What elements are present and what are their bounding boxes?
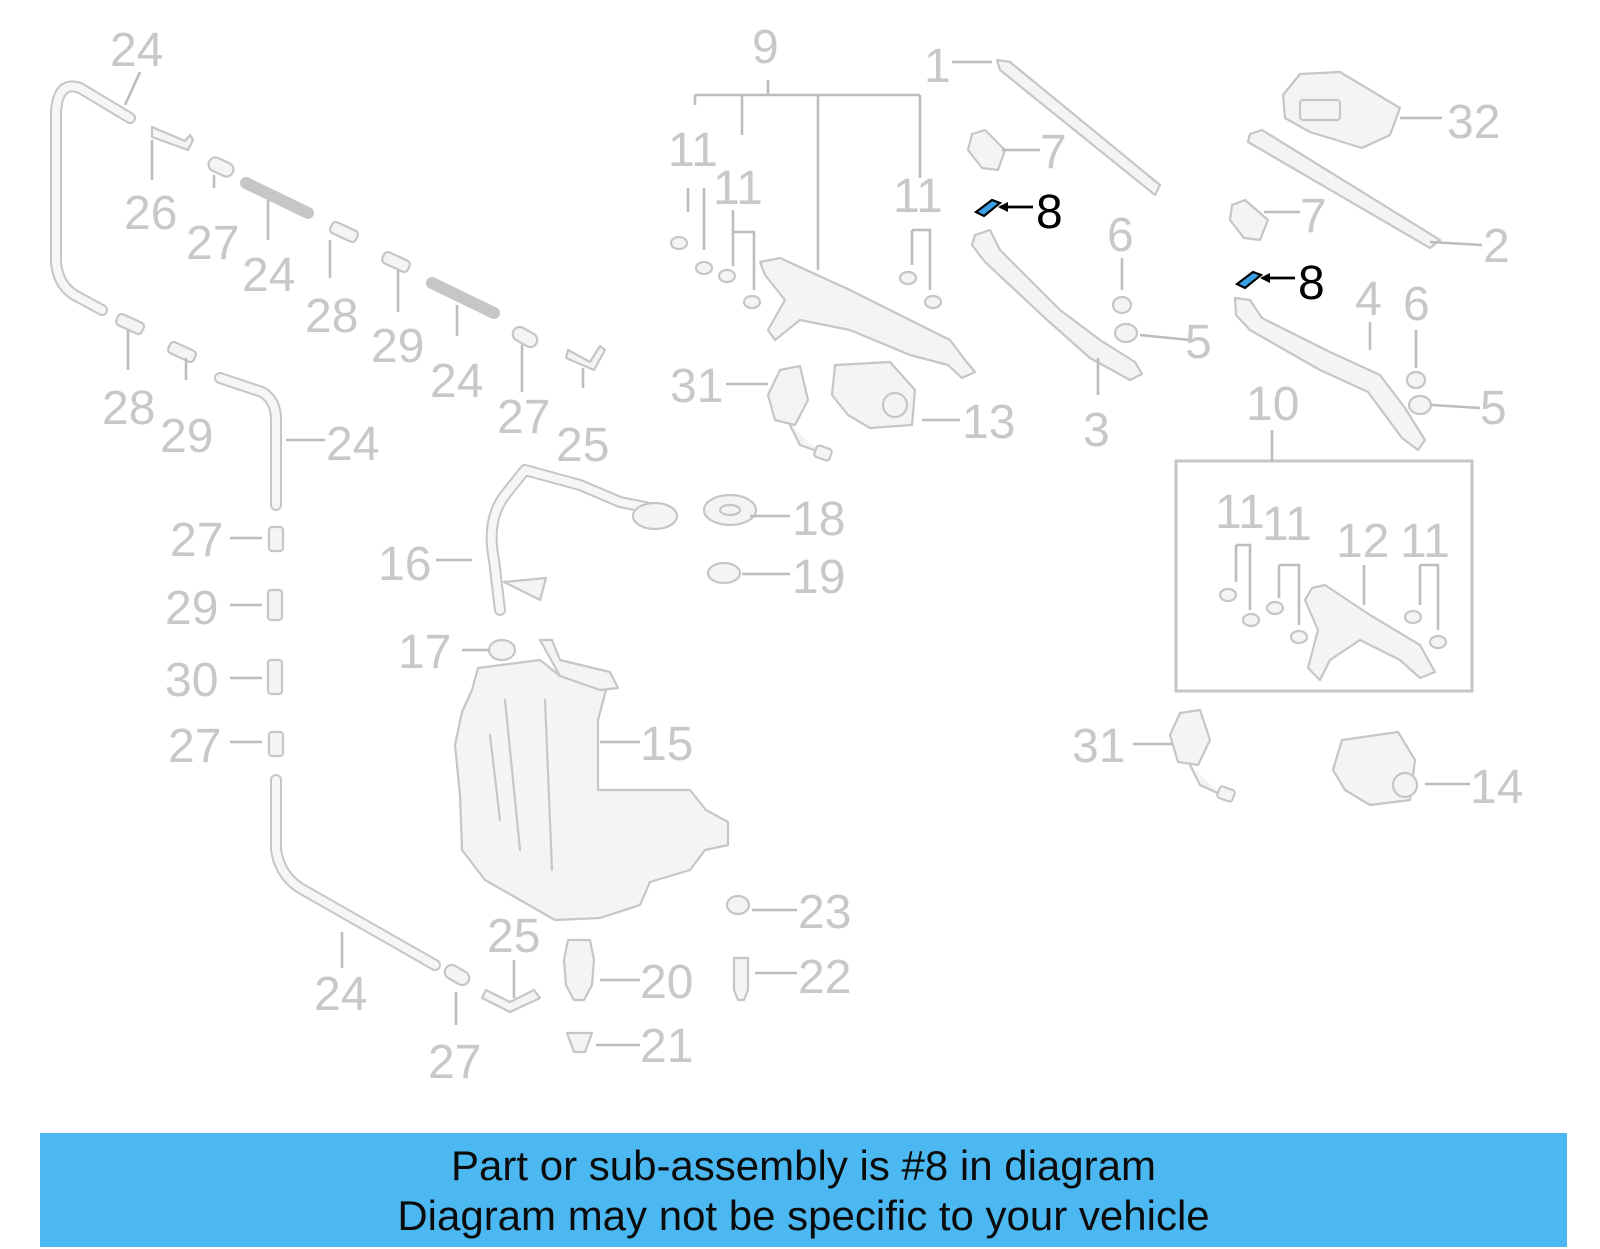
banner-line-disclaimer: Diagram may not be specific to your vehi… <box>397 1192 1210 1239</box>
callout-29-left: 29 <box>160 410 213 463</box>
callout-29-top: 29 <box>371 320 424 373</box>
callout-11-a: 11 <box>668 124 718 177</box>
wiper-linkage-box-10 <box>1174 430 1474 693</box>
callout-20: 20 <box>640 956 693 1009</box>
wiper-linkage-9 <box>669 80 977 380</box>
callout-27-bottom: 27 <box>428 1036 481 1089</box>
callout-8-b: 8 <box>1298 257 1325 310</box>
callout-24-mid: 24 <box>430 355 483 408</box>
callout-7-a: 7 <box>1040 126 1067 179</box>
callout-25-top: 25 <box>556 419 609 472</box>
callout-30: 30 <box>165 654 218 707</box>
callout-27-mid: 27 <box>497 391 550 444</box>
callout-28-top: 28 <box>305 290 358 343</box>
callout-22: 22 <box>798 951 851 1004</box>
callout-labels: 24 26 27 24 28 29 24 27 25 28 29 24 27 2… <box>102 21 1523 1089</box>
callout-24-right: 24 <box>326 418 379 471</box>
washer-fluid-reservoir <box>453 464 730 922</box>
callout-5-a: 5 <box>1185 316 1212 369</box>
callout-21: 21 <box>640 1020 693 1073</box>
part-8-highlighted <box>973 198 1295 290</box>
callout-11-c: 11 <box>893 170 943 223</box>
callout-26: 26 <box>124 187 177 240</box>
callout-10: 10 <box>1246 378 1299 431</box>
callout-8-a: 8 <box>1036 186 1063 239</box>
callout-6-a: 6 <box>1107 209 1134 262</box>
callout-16: 16 <box>378 538 431 591</box>
callout-4: 4 <box>1355 273 1382 326</box>
callout-27-a: 27 <box>170 514 223 567</box>
leader-lines <box>123 60 1483 1047</box>
callout-14: 14 <box>1470 761 1523 814</box>
callout-9: 9 <box>752 21 779 74</box>
wiper-arms-blades <box>966 58 1442 452</box>
callout-24-bottom: 24 <box>314 968 367 1021</box>
callout-11-b: 11 <box>713 162 763 215</box>
callout-31-bottom: 31 <box>1072 720 1125 773</box>
callout-3: 3 <box>1083 404 1110 457</box>
callout-13: 13 <box>962 396 1015 449</box>
callout-25-bottom: 25 <box>487 910 540 963</box>
callout-2: 2 <box>1483 220 1510 273</box>
wiper-motors <box>766 360 1419 807</box>
info-banner: Part or sub-assembly is #8 in diagram Di… <box>40 1133 1567 1247</box>
callout-11-f: 11 <box>1400 515 1450 568</box>
callout-24-top: 24 <box>110 24 163 77</box>
callout-28-left: 28 <box>102 382 155 435</box>
callout-5-b: 5 <box>1480 382 1507 435</box>
callout-12: 12 <box>1336 515 1389 568</box>
callout-15: 15 <box>640 718 693 771</box>
callout-1: 1 <box>924 40 951 93</box>
callout-27-top: 27 <box>186 217 239 270</box>
callout-29-b: 29 <box>165 582 218 635</box>
parts-diagram: 24 26 27 24 28 29 24 27 25 28 29 24 27 2… <box>50 21 1523 1089</box>
callout-19: 19 <box>792 551 845 604</box>
washer-hose-left-assembly <box>50 80 607 1014</box>
callout-17: 17 <box>398 626 451 679</box>
callout-6-b: 6 <box>1403 278 1430 331</box>
callout-11-e: 11 <box>1262 498 1312 551</box>
washer-small-parts <box>562 493 758 1054</box>
callout-11-d: 11 <box>1215 486 1265 539</box>
callout-32: 32 <box>1447 96 1500 149</box>
callout-31-top: 31 <box>670 360 723 413</box>
callout-18: 18 <box>792 493 845 546</box>
callout-27-b: 27 <box>168 720 221 773</box>
callout-23: 23 <box>798 886 851 939</box>
banner-line-part-number: Part or sub-assembly is #8 in diagram <box>451 1142 1156 1189</box>
callout-24-upper: 24 <box>242 249 295 302</box>
callout-7-b: 7 <box>1300 190 1327 243</box>
